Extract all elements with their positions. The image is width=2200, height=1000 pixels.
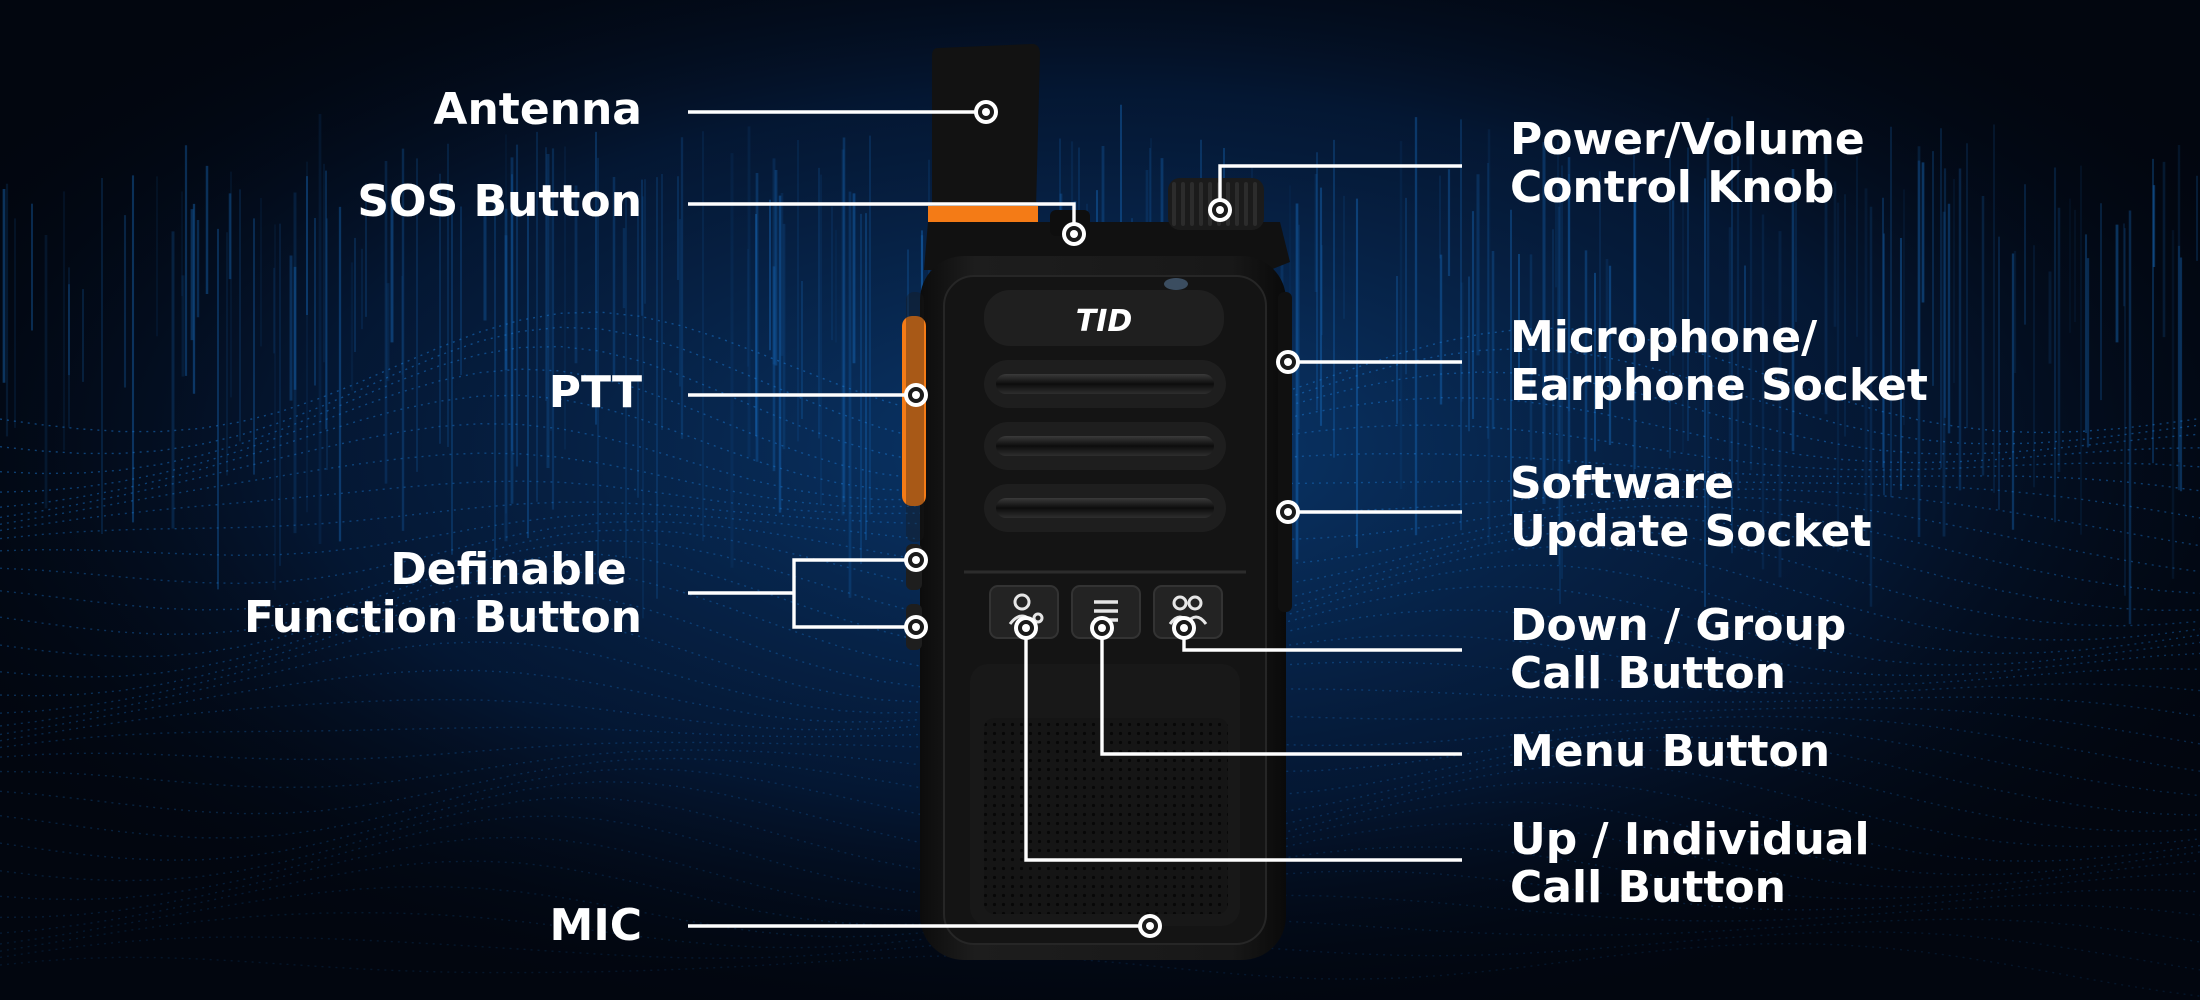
- label-down-group-call-button: Down / Group Call Button: [1510, 600, 1862, 699]
- knob-ridge: [1190, 182, 1194, 226]
- leader-menu: [1100, 628, 1462, 756]
- knob-ridge: [1244, 182, 1248, 226]
- wave-line: [0, 515, 2200, 612]
- brand-logo: TID: [1076, 304, 1133, 339]
- marker-function-1: [904, 548, 928, 572]
- callout-markers: [904, 100, 1300, 938]
- label-ptt: PTT: [549, 367, 642, 418]
- marker-function-2: [904, 615, 928, 639]
- antenna: [932, 44, 1040, 208]
- marker-antenna: [974, 100, 998, 124]
- label-menu-button: Menu Button: [1510, 726, 1830, 777]
- wave-line: [0, 345, 2200, 475]
- leader-knob: [1218, 164, 1462, 210]
- wave-line: [0, 452, 2200, 525]
- marker-software: [1276, 500, 1300, 524]
- knob-ridge: [1235, 182, 1239, 226]
- label-up-individual-call-button: Up / Individual Call Button: [1510, 814, 1885, 913]
- marker-group: [1172, 616, 1196, 640]
- knob-ridge: [1253, 182, 1257, 226]
- leader-function-bracket: [792, 558, 916, 629]
- label-antenna: Antenna: [433, 84, 642, 135]
- label-mic: MIC: [550, 900, 642, 951]
- marker-mic: [1138, 914, 1162, 938]
- side-socket-cover: [1278, 292, 1292, 612]
- label-definable-function-button: Definable Function Button: [244, 544, 642, 643]
- ptt-housing: [906, 292, 924, 542]
- person-icon: [1008, 593, 1044, 625]
- marker-sos: [1062, 222, 1086, 246]
- knob-ridge: [1199, 182, 1203, 226]
- label-mic-earphone-socket: Microphone/ Earphone Socket: [1510, 312, 1928, 411]
- marker-knob: [1208, 198, 1232, 222]
- antenna-accent-ring: [928, 206, 1038, 224]
- leader-individual: [1024, 628, 1462, 862]
- audio-bars-decoration: [2, 104, 2198, 625]
- speaker-slot-1-inner: [996, 374, 1214, 394]
- wave-line: [0, 422, 2200, 519]
- speaker-slot-3-inner: [996, 498, 1214, 518]
- right-labels: Power/Volume Control Knob Microphone/ Ea…: [1510, 114, 1928, 913]
- marker-menu: [1090, 616, 1114, 640]
- wave-line: [0, 669, 2200, 736]
- wave-line: [0, 815, 2200, 901]
- logo-plate: [984, 290, 1224, 346]
- left-labels: Antenna SOS Button PTT Definable Functio…: [244, 84, 642, 951]
- knob-ridge: [1172, 182, 1176, 226]
- wave-line: [0, 796, 2200, 882]
- wave-line: [0, 368, 2200, 493]
- label-sos-button: SOS Button: [357, 176, 642, 227]
- ptt-button[interactable]: [902, 316, 926, 506]
- wave-line: [0, 394, 2200, 508]
- label-power-volume-knob: Power/Volume Control Knob: [1510, 114, 1880, 213]
- label-software-update-socket: Software Update Socket: [1510, 458, 1872, 557]
- mic-grille: [984, 718, 1228, 914]
- knob-ridge: [1181, 182, 1185, 226]
- marker-individual: [1014, 616, 1038, 640]
- wave-line: [0, 715, 2200, 772]
- marker-ptt: [904, 383, 928, 407]
- wave-line: [0, 539, 2200, 641]
- marker-earphone: [1276, 350, 1300, 374]
- status-led: [1164, 278, 1188, 290]
- speaker-slot-2-inner: [996, 436, 1214, 456]
